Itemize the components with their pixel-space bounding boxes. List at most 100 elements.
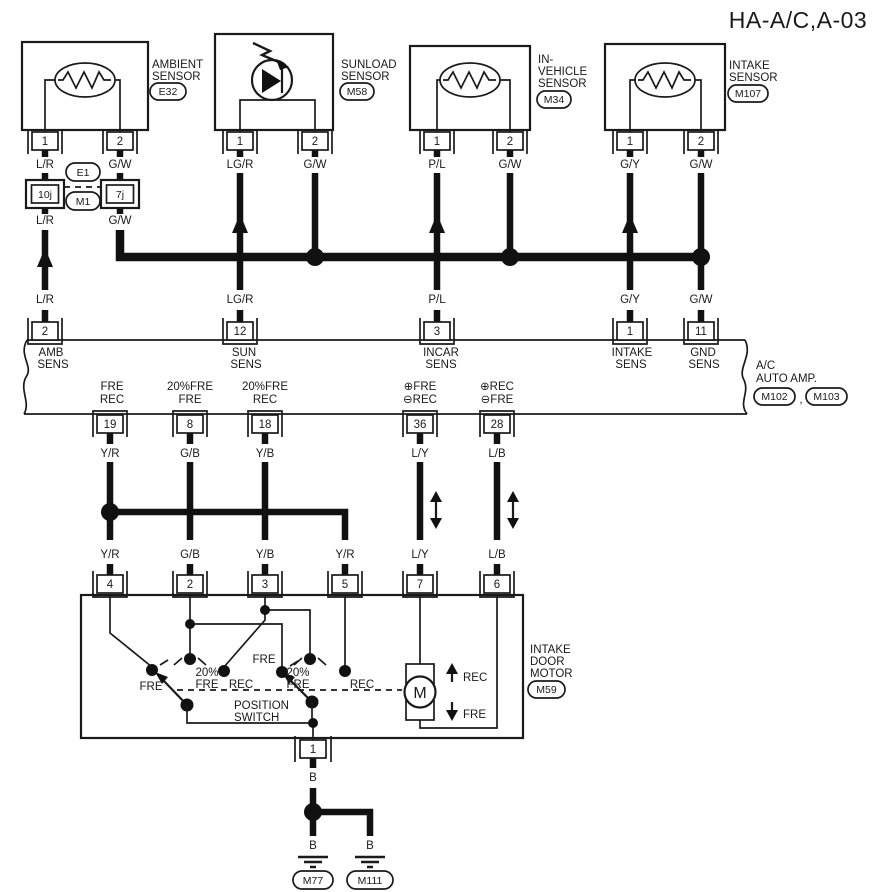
wire-label: B xyxy=(366,840,374,852)
wire-label: Y/B xyxy=(256,549,275,561)
ambient-sensor: AMBIENT SENSOR E32 xyxy=(20,40,203,132)
in-vehicle-pin-1: 1 xyxy=(419,130,455,154)
amp-pin-18: 18 xyxy=(247,410,283,437)
amp-pin-11: 11 xyxy=(683,318,719,345)
amp-pin-19: 19 xyxy=(92,410,128,437)
switch-label: 20% xyxy=(286,667,309,679)
in-vehicle-pin-2: 2 xyxy=(492,130,528,154)
svg-text:1: 1 xyxy=(627,136,633,148)
motor-pin-5: 5 xyxy=(327,571,363,598)
sensor-pins: 1 2 1 2 1 2 1 xyxy=(27,130,719,154)
wire-label: G/W xyxy=(499,159,522,171)
svg-text:1: 1 xyxy=(310,744,316,756)
ground-code-right: M111 xyxy=(358,875,383,887)
amp-pin-12: 12 xyxy=(222,318,258,345)
wire-label: B xyxy=(309,840,317,852)
arrow-up-gy xyxy=(622,214,638,233)
ambient-sensor-box xyxy=(20,40,150,132)
thermistor-icon xyxy=(54,62,116,98)
rec-direction-label: REC xyxy=(463,672,487,684)
wire-label: L/R xyxy=(36,215,54,227)
svg-text:2: 2 xyxy=(42,326,48,338)
amp-name-1: A/C xyxy=(756,360,775,372)
amp-left-torn-edge xyxy=(22,339,30,415)
switch-label: 20% xyxy=(195,667,218,679)
arrow-up-lr xyxy=(37,248,53,267)
in-vehicle-sensor: IN- VEHICLE SENSOR M34 xyxy=(408,44,588,132)
wire-label: G/W xyxy=(109,215,132,227)
position-switch-label-2: SWITCH xyxy=(234,712,279,724)
ambient-code-oval xyxy=(149,82,187,101)
svg-text:8: 8 xyxy=(187,419,193,431)
svg-text:2: 2 xyxy=(312,136,318,148)
wire-label: Y/R xyxy=(100,549,119,561)
ambient-pin-1: 1 xyxy=(27,130,63,154)
wire-label: G/W xyxy=(690,294,713,306)
fre-direction-arrow xyxy=(446,702,458,721)
amp-code-oval-2 xyxy=(805,387,848,406)
amp-bottom-label: ⊕FRE xyxy=(404,381,437,393)
pin6-trace xyxy=(419,595,498,729)
amp-code-separator: , xyxy=(799,394,802,406)
splice-7j: 7j xyxy=(99,178,141,210)
wire-label: L/B xyxy=(488,549,506,561)
bus-junction-1 xyxy=(306,248,324,266)
sunload-sensor: SUNLOAD SENSOR M58 xyxy=(213,32,397,132)
intake-label-1: INTAKE xyxy=(729,60,770,72)
motor-letter: M xyxy=(413,685,426,702)
intake-label-2: SENSOR xyxy=(729,72,778,84)
amp-motor-wire-labels: Y/R G/B Y/B L/Y L/B Y/R G/B Y/B Y/R L/Y … xyxy=(100,448,506,561)
amp-bottom-label: 20%FRE xyxy=(167,381,213,393)
e1-code: E1 xyxy=(77,167,90,179)
svg-text:3: 3 xyxy=(262,579,268,591)
amp-pin-2: 2 xyxy=(27,318,63,345)
in-vehicle-code: M34 xyxy=(544,94,565,106)
amp-code-2: M103 xyxy=(813,391,839,403)
svg-text:7: 7 xyxy=(417,579,423,591)
intake-code-oval xyxy=(727,84,769,103)
amp-top-label: SENS xyxy=(230,359,262,371)
switch-label: FRE xyxy=(287,679,310,691)
svg-text:1: 1 xyxy=(434,136,440,148)
amp-top-label: GND xyxy=(690,347,716,359)
amp-top-label: INCAR xyxy=(423,347,459,359)
svg-text:18: 18 xyxy=(259,419,272,431)
amp-pin-8: 8 xyxy=(172,410,208,437)
junction xyxy=(185,619,195,629)
arrow-up-pl xyxy=(429,214,445,233)
left-20fre-contact xyxy=(184,653,196,665)
svg-text:3: 3 xyxy=(434,326,440,338)
splice-connectors: 10j 7j E1 M1 L/R G/W xyxy=(24,162,141,227)
contact-wing xyxy=(159,659,169,666)
arrow-up-lgr xyxy=(232,214,248,233)
ground-code-oval-left xyxy=(292,870,334,890)
motor-name-1: INTAKE xyxy=(530,644,571,656)
intake-pin-1: 1 xyxy=(612,130,648,154)
switch-label: FRE xyxy=(253,654,276,666)
thermistor-icon xyxy=(439,62,501,98)
amp-pin-3: 3 xyxy=(419,318,455,345)
pin3-branch-trace xyxy=(265,609,311,655)
motor-pin-6: 6 xyxy=(479,571,515,598)
motor-pin-4: 4 xyxy=(92,571,128,598)
wire-label: Y/B xyxy=(256,448,275,460)
svg-text:2: 2 xyxy=(117,136,123,148)
ground-symbol-right xyxy=(355,855,385,869)
svg-text:28: 28 xyxy=(491,419,504,431)
intake-code: M107 xyxy=(735,88,761,100)
amp-bottom-label: ⊖REC xyxy=(403,394,437,406)
splice-10j: 10j xyxy=(24,178,66,210)
switch-label: FRE xyxy=(140,681,163,693)
in-vehicle-code-oval xyxy=(536,90,572,109)
amp-bottom-label: REC xyxy=(253,394,277,406)
amp-top-label: SENS xyxy=(688,359,720,371)
ground-symbol-left xyxy=(298,855,328,869)
switch-label: FRE xyxy=(196,679,219,691)
svg-text:7j: 7j xyxy=(116,189,124,201)
sunload-pin-1: 1 xyxy=(222,130,258,154)
diode-triangle-icon xyxy=(262,69,281,93)
contact-wings xyxy=(173,657,207,666)
intake-internal-wires xyxy=(629,79,702,132)
thermistor-icon xyxy=(634,62,696,98)
ground-bus xyxy=(115,230,701,262)
